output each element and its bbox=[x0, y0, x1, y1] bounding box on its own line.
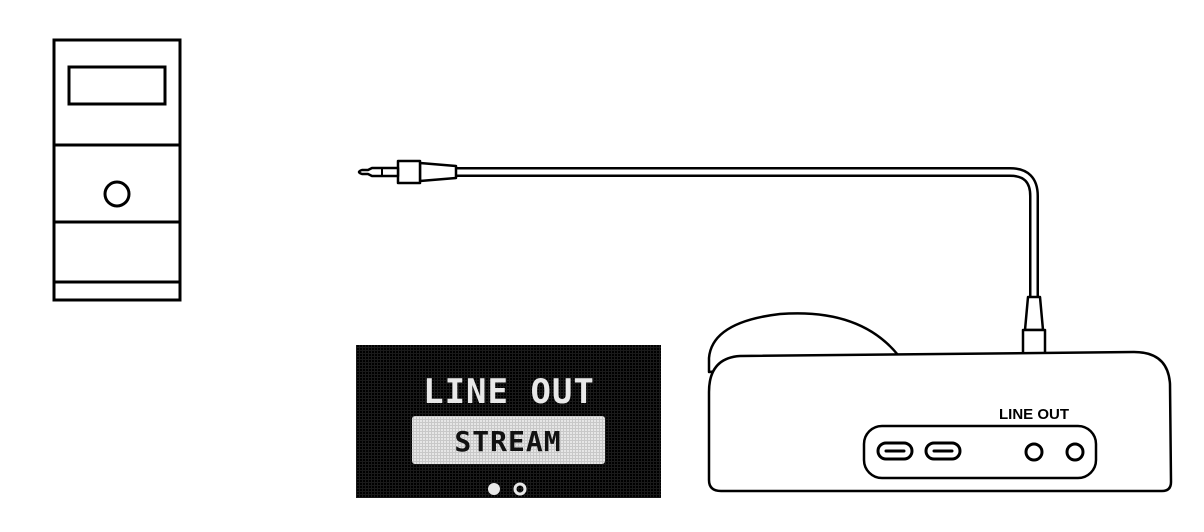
oled-selected-option: STREAM bbox=[454, 425, 561, 458]
oled-screen-icon: LINE OUT STREAM bbox=[356, 345, 661, 498]
oled-title: LINE OUT bbox=[423, 372, 595, 412]
page-dot-inactive bbox=[513, 482, 527, 496]
line-out-port-label: LINE OUT bbox=[999, 406, 1069, 423]
headphone-jack bbox=[1065, 442, 1085, 462]
page-dot-active bbox=[488, 483, 500, 495]
audio-device-icon bbox=[707, 312, 1173, 493]
oled-selection-highlight bbox=[412, 416, 605, 464]
line-out-jack bbox=[1024, 442, 1044, 462]
tower-pc-icon bbox=[52, 38, 182, 302]
